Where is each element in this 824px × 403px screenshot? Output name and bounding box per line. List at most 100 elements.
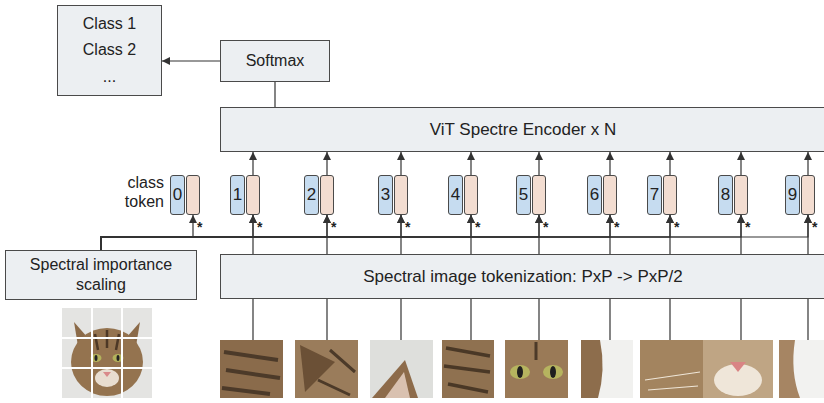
node-text: Softmax (246, 51, 305, 71)
multiply-sign: * (197, 219, 202, 236)
grid-lines (62, 308, 152, 398)
connector (609, 152, 610, 175)
cat-fur (779, 340, 800, 398)
connector (162, 60, 220, 61)
fur-stripes (95, 330, 119, 350)
leader-line (252, 299, 253, 340)
token-index: 0 (170, 185, 185, 205)
node-text: Class 1 (83, 11, 136, 37)
token-index: 7 (647, 185, 662, 205)
softmax-box: Softmax (220, 40, 330, 82)
leader-line (326, 299, 327, 340)
connector (669, 215, 670, 254)
node-text: ViT Spectre Encoder x N (430, 119, 616, 140)
connector (326, 215, 327, 254)
fur-stripes (318, 350, 355, 395)
connector (400, 215, 401, 254)
token-index: 4 (448, 185, 463, 205)
leader-line (740, 299, 741, 340)
connector (400, 152, 401, 175)
tokenization-band: Spectral image tokenization: PxP -> PxP/… (220, 254, 824, 299)
fur-stripes (535, 342, 538, 360)
token-block: 7 (647, 175, 677, 215)
connector (740, 215, 741, 254)
token-value-cell (663, 175, 677, 215)
cat-nose (103, 372, 111, 377)
image-patch (703, 340, 773, 398)
connector (740, 152, 741, 175)
token-index: 1 (230, 185, 245, 205)
multiply-sign: * (405, 219, 410, 236)
token-value-cell (532, 175, 546, 215)
connector (538, 215, 539, 254)
pupil (117, 355, 120, 361)
connector (538, 152, 539, 175)
multiply-sign: * (331, 219, 336, 236)
connector (669, 152, 670, 175)
pupil (517, 366, 523, 378)
token-caption: class token (108, 173, 164, 211)
image-patch (640, 340, 703, 398)
token-block: 9 (785, 175, 815, 215)
leader-line (669, 299, 670, 340)
cat-eye (510, 365, 530, 379)
token-block: 2 (304, 175, 334, 215)
connector (101, 215, 253, 250)
multiply-sign: * (257, 219, 262, 236)
connector (470, 215, 471, 254)
connector (274, 82, 275, 107)
token-block: 6 (587, 175, 617, 215)
token-value-cell (186, 175, 200, 215)
scaling-box: Spectral importance scaling (5, 250, 197, 300)
connector (101, 215, 327, 250)
connector (326, 152, 327, 175)
muzzle (95, 369, 119, 387)
multiply-sign: * (745, 219, 750, 236)
token-block: 0 (170, 175, 200, 215)
cat-ear (372, 360, 418, 398)
photo-ground (62, 308, 152, 398)
connector (252, 152, 253, 175)
node-text: ... (103, 64, 116, 90)
token-value-cell (320, 175, 334, 215)
cat-thumbnail (62, 308, 152, 398)
leader-line (538, 299, 539, 340)
connector (609, 215, 610, 254)
connector (101, 215, 401, 250)
connector (101, 215, 539, 250)
token-block: 4 (448, 175, 478, 215)
cat-fur (581, 340, 603, 398)
image-patch (220, 340, 283, 398)
cat-eye (543, 365, 563, 379)
token-index: 9 (785, 185, 800, 205)
node-text: Spectral importance scaling (12, 255, 190, 295)
fur-stripes (222, 352, 280, 394)
token-index: 2 (304, 185, 319, 205)
image-patch (581, 340, 633, 398)
connector (101, 215, 471, 250)
whiskers (645, 372, 700, 390)
token-value-cell (734, 175, 748, 215)
multiply-sign: * (475, 219, 480, 236)
connector (807, 152, 808, 175)
connector (101, 215, 610, 250)
token-block: 5 (516, 175, 546, 215)
node-text: Spectral image tokenization: PxP -> PxP/… (363, 266, 683, 287)
token-value-cell (464, 175, 478, 215)
leader-line (470, 299, 471, 340)
patch-leaders (253, 299, 808, 340)
multiply-sign: * (674, 219, 679, 236)
image-patch (442, 340, 494, 398)
token-index: 8 (718, 185, 733, 205)
node-text: Class 2 (83, 37, 136, 63)
fur-stripes (444, 348, 490, 392)
multiply-sign: * (543, 219, 548, 236)
image-patch (505, 340, 568, 398)
connector (252, 215, 253, 254)
pupil (550, 366, 556, 378)
leader-line (609, 299, 610, 340)
output-classes-box: Class 1Class 2... (57, 5, 162, 96)
image-patches (220, 340, 824, 398)
image-patch (779, 340, 824, 398)
connector (807, 215, 808, 254)
